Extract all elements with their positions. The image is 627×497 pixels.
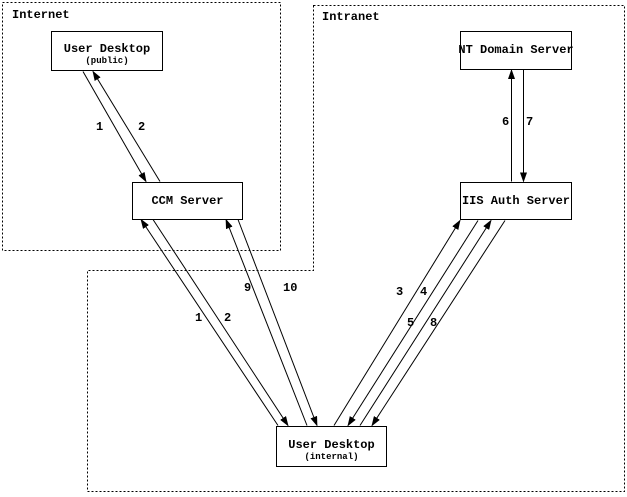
node-ccm-server: CCM Server (132, 182, 243, 220)
arrow-step10-ccm-to-internal-desktop (237, 219, 318, 427)
arrow-step2-ccm-to-internal-desktop (152, 219, 289, 427)
arrow-label-2-internal: 2 (224, 311, 232, 325)
arrow-label-6: 6 (502, 115, 510, 129)
node-title: User Desktop (63, 42, 151, 56)
arrow-step2-ccm-to-public-desktop (92, 70, 161, 182)
arrow-step5-internal-desktop-to-iis (359, 219, 492, 426)
zone-label-internet: Internet (12, 8, 70, 22)
node-title: NT Domain Server (458, 43, 574, 57)
node-nt-domain-server: NT Domain Server (458, 31, 574, 70)
node-user-desktop-public: User Desktop (public) (51, 31, 163, 71)
arrow-step1-internal-desktop-to-ccm (140, 218, 279, 426)
node-subtitle: (internal) (304, 452, 359, 462)
arrow-step3-internal-desktop-to-iis (333, 219, 461, 426)
internet-zone-border (2, 2, 281, 251)
arrow-step8-iis-to-internal-desktop (371, 220, 506, 427)
intranet-zone-border (87, 5, 625, 492)
arrow-step1-public-desktop-to-ccm (82, 71, 147, 183)
arrow-label-4: 4 (420, 285, 428, 299)
arrow-step4-iis-to-internal-desktop (347, 220, 479, 427)
arrow-label-8: 8 (430, 316, 438, 330)
node-user-desktop-internal: User Desktop (internal) (276, 426, 387, 467)
node-iis-auth-server: IIS Auth Server (460, 182, 572, 220)
arrow-label-3: 3 (396, 285, 404, 299)
arrow-label-2-public: 2 (138, 120, 146, 134)
node-subtitle: (public) (85, 56, 129, 66)
arrow-label-7: 7 (526, 115, 534, 129)
arrow-step9-internal-desktop-to-ccm (225, 218, 308, 426)
arrow-label-1-public: 1 (96, 120, 104, 134)
arrow-label-1-internal: 1 (195, 311, 203, 325)
node-title: CCM Server (151, 193, 224, 208)
arrow-label-10: 10 (283, 281, 298, 295)
node-title: IIS Auth Server (461, 193, 571, 208)
arrow-label-9: 9 (244, 281, 252, 295)
arrow-label-5: 5 (407, 316, 415, 330)
zone-label-intranet: Intranet (322, 10, 380, 24)
node-title: User Desktop (288, 438, 375, 452)
